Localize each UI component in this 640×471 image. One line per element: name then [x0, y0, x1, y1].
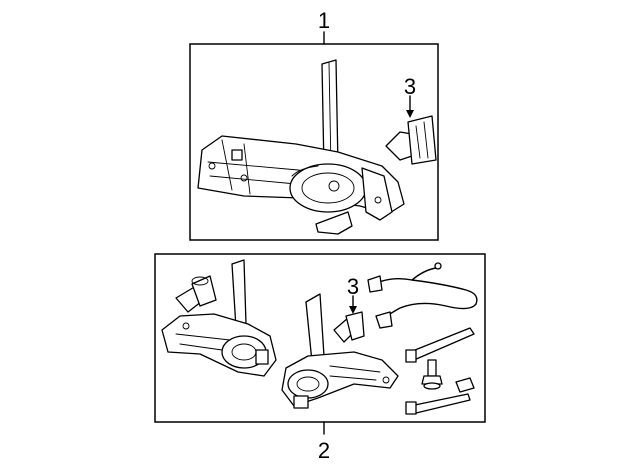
lower-bulb-socket — [345, 311, 365, 341]
lower-panel: 2 — [154, 253, 486, 463]
left-lamp-assembly[interactable] — [161, 259, 277, 377]
callout-2-label: 2 — [318, 438, 330, 463]
upper-bulb[interactable] — [385, 95, 437, 165]
bulb-socket — [407, 115, 437, 165]
wiring-harness[interactable] — [367, 262, 478, 329]
left-bulb-socket — [191, 275, 217, 307]
callout-1-label: 1 — [318, 8, 330, 33]
lower-tab — [315, 211, 353, 235]
cable-tie-top[interactable] — [405, 327, 475, 363]
bracket-clip — [231, 149, 243, 161]
cable-tie-head-2 — [405, 401, 417, 415]
right-clip — [293, 395, 309, 409]
harness-connector-lower — [375, 311, 393, 329]
harness-terminal — [434, 262, 442, 270]
push-clip[interactable] — [455, 377, 475, 393]
right-lamp-assembly[interactable] — [281, 293, 399, 409]
callout-3-lower-arrow — [349, 306, 357, 314]
harness-wire-top — [373, 277, 478, 305]
left-clip — [255, 349, 269, 365]
callout-3-upper-arrow — [406, 110, 414, 118]
fog-lamp-assembly[interactable] — [197, 59, 405, 235]
lamp-lens — [289, 163, 367, 213]
cable-tie-head-1 — [405, 349, 417, 363]
lower-bulb[interactable] — [333, 295, 365, 343]
left-bulb[interactable] — [175, 275, 217, 313]
bolt[interactable] — [421, 359, 443, 390]
side-mount — [361, 167, 393, 221]
harness-connector-left — [367, 275, 383, 293]
callout-3-upper-label: 3 — [404, 74, 416, 99]
harness-branch — [411, 267, 437, 281]
callout-3-lower-label: 3 — [347, 274, 359, 299]
upper-panel: 1 — [189, 8, 439, 241]
bolt-head — [421, 375, 443, 385]
right-lens — [287, 369, 329, 399]
bolt-washer — [423, 382, 441, 390]
cable-tie-bottom[interactable] — [405, 393, 471, 415]
bolt-shank — [427, 359, 437, 377]
push-clip-body — [455, 377, 475, 393]
